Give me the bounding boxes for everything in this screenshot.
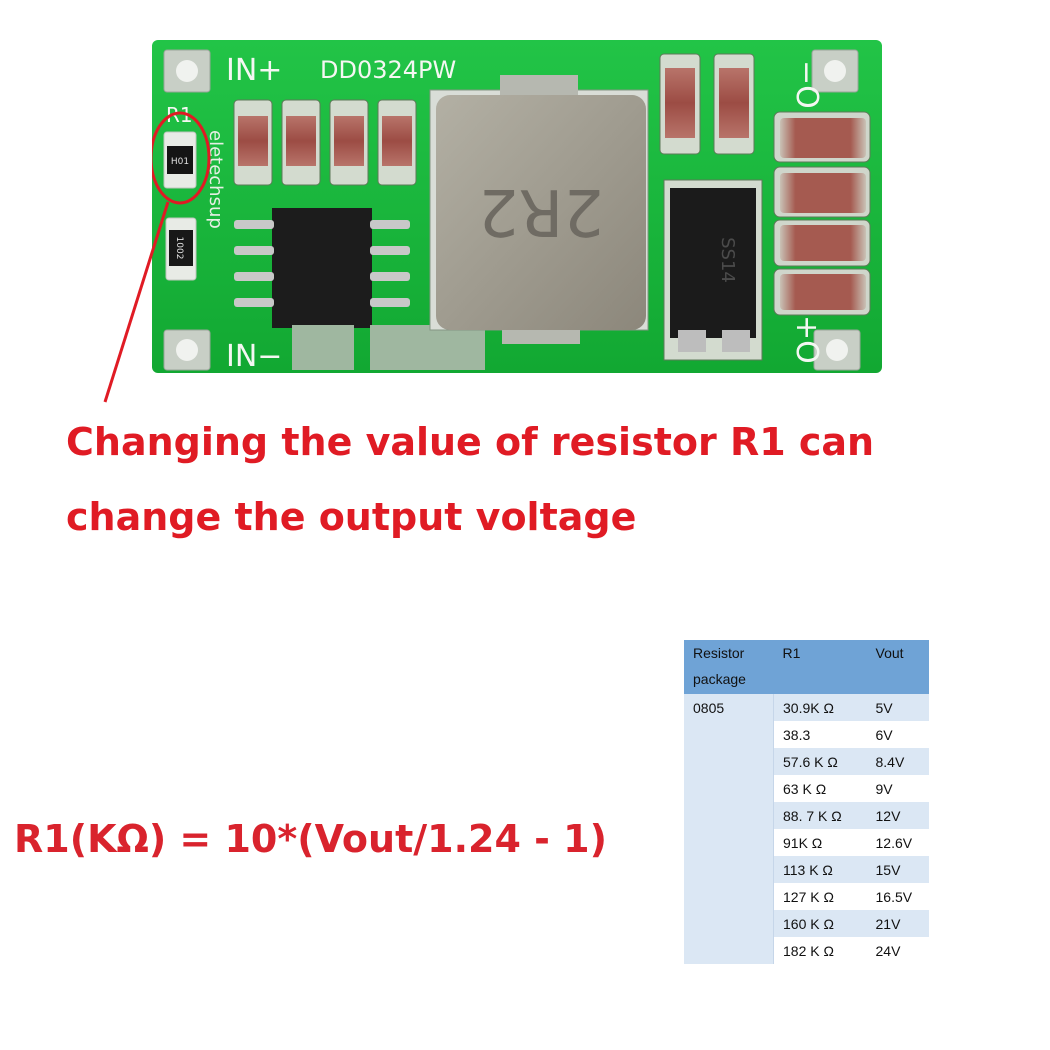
- label-model: DD0324PW: [320, 56, 456, 84]
- annotation-line-2: change the output voltage: [66, 495, 637, 539]
- annotation-line-1: Changing the value of resistor R1 can: [66, 420, 875, 464]
- package-cell: 0805: [684, 694, 774, 964]
- resistor-r1: H01: [163, 131, 197, 189]
- input-capacitors: [233, 99, 417, 186]
- vout-cell: 24V: [869, 937, 929, 964]
- diode-marking: SS14: [717, 237, 738, 283]
- r1-cell: 127 K Ω: [773, 883, 870, 910]
- vout-cell: 8.4V: [869, 748, 929, 775]
- table-row: 127 K Ω 16.5V: [684, 883, 929, 910]
- mounting-holes: [163, 49, 861, 371]
- table-row: 0805 30.9K Ω 5V: [684, 694, 929, 964]
- formula-text: R1(KΩ) = 10*(Vout/1.24 - 1): [14, 817, 607, 861]
- label-in-plus: IN+: [226, 53, 282, 88]
- vout-cell: 12.6V: [869, 829, 929, 856]
- r1-cell: 91K Ω: [773, 829, 870, 856]
- r1-cell: 88. 7 K Ω: [773, 802, 870, 829]
- vout-cell: 6V: [869, 721, 929, 748]
- table-header-row: Resistor package R1 Vout: [684, 640, 929, 694]
- top-capacitors: [659, 53, 755, 155]
- inductor: 2R2: [429, 75, 649, 344]
- vout-cell: 21V: [869, 910, 929, 937]
- header-vout: Vout: [869, 640, 929, 694]
- r1-cell: 63 K Ω: [773, 775, 870, 802]
- via-pads: [292, 325, 485, 370]
- label-in-minus: IN−: [226, 339, 282, 373]
- vout-cell: 16.5V: [869, 883, 929, 910]
- table-row: 38.3 6V: [684, 721, 929, 748]
- r1-cell: 30.9K Ω: [773, 694, 870, 721]
- pcb-board-photo: IN+ DD0324PW IN− R1 eletechsup −O +O H01…: [152, 40, 882, 373]
- vout-cell: 9V: [869, 775, 929, 802]
- resistor-r2: 1002: [165, 217, 197, 281]
- r1-cell: 113 K Ω: [773, 856, 870, 883]
- table-row: 113 K Ω 15V: [684, 856, 929, 883]
- vout-cell: 12V: [869, 802, 929, 829]
- output-capacitors: [773, 111, 871, 316]
- table-row: 160 K Ω 21V: [684, 910, 929, 937]
- r1-cell: 38.3: [773, 721, 870, 748]
- table-row: 88. 7 K Ω 12V: [684, 802, 929, 829]
- vout-cell: 15V: [869, 856, 929, 883]
- r1-cell: 57.6 K Ω: [773, 748, 870, 775]
- vout-cell: 5V: [869, 694, 929, 721]
- table-row: 91K Ω 12.6V: [684, 829, 929, 856]
- table-row: 63 K Ω 9V: [684, 775, 929, 802]
- header-r1: R1: [773, 640, 870, 694]
- resistor2-marking: 1002: [174, 237, 184, 260]
- resistor-value-table: Resistor package R1 Vout 0805 30.9K Ω 5V…: [684, 640, 929, 964]
- ic-chip: [234, 208, 410, 328]
- r1-cell: 160 K Ω: [773, 910, 870, 937]
- label-out-plus: +O: [789, 315, 824, 364]
- r1-highlight-circle: [152, 111, 211, 205]
- inductor-marking: 2R2: [478, 174, 604, 248]
- diode: SS14: [663, 179, 763, 361]
- header-package: Resistor package: [684, 640, 774, 694]
- resistor-r1-marking: H01: [171, 157, 189, 167]
- table-row: 57.6 K Ω 8.4V: [684, 748, 929, 775]
- r1-cell: 182 K Ω: [773, 937, 870, 964]
- table-row: 182 K Ω 24V: [684, 937, 929, 964]
- label-out-minus: −O: [789, 60, 824, 109]
